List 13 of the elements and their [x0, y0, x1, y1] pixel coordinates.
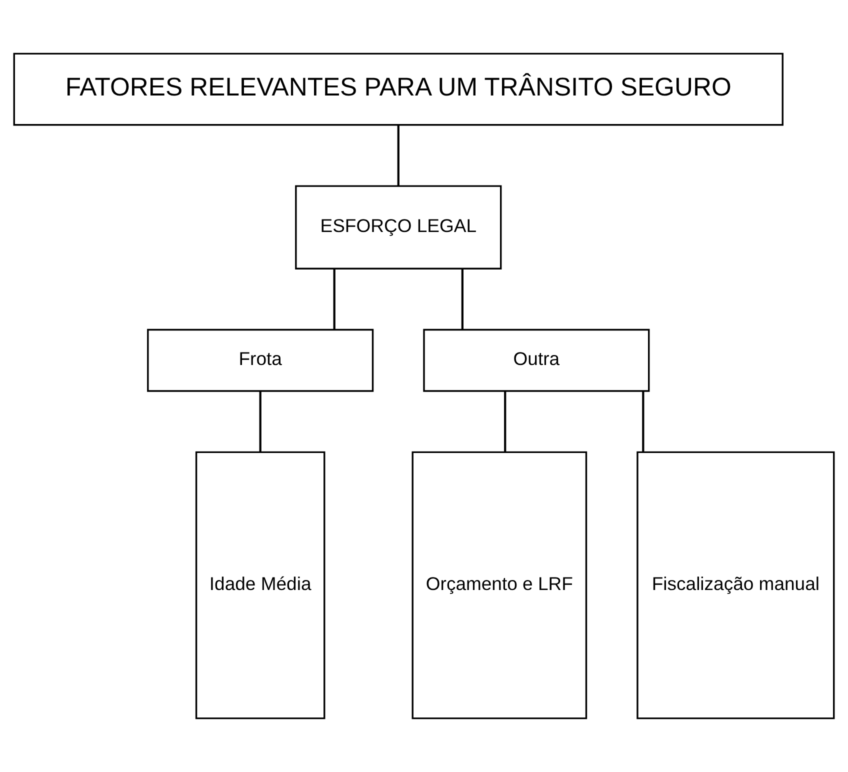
node-box: ESFORÇO LEGAL — [295, 185, 502, 270]
node-box: Frota — [147, 328, 374, 392]
connector — [397, 125, 400, 186]
connector — [461, 268, 464, 330]
node-box: Idade Média — [195, 451, 326, 720]
node-box: Orçamento e LRF — [412, 451, 588, 720]
connector — [504, 391, 506, 452]
connector — [333, 268, 336, 330]
node-box: Outra — [423, 328, 650, 392]
connector — [259, 391, 262, 452]
node-box: FATORES RELEVANTES PARA UM TRÂNSITO SEGURO — [13, 52, 784, 126]
connector — [642, 391, 644, 452]
node-box: Fiscalização manual — [636, 451, 835, 720]
